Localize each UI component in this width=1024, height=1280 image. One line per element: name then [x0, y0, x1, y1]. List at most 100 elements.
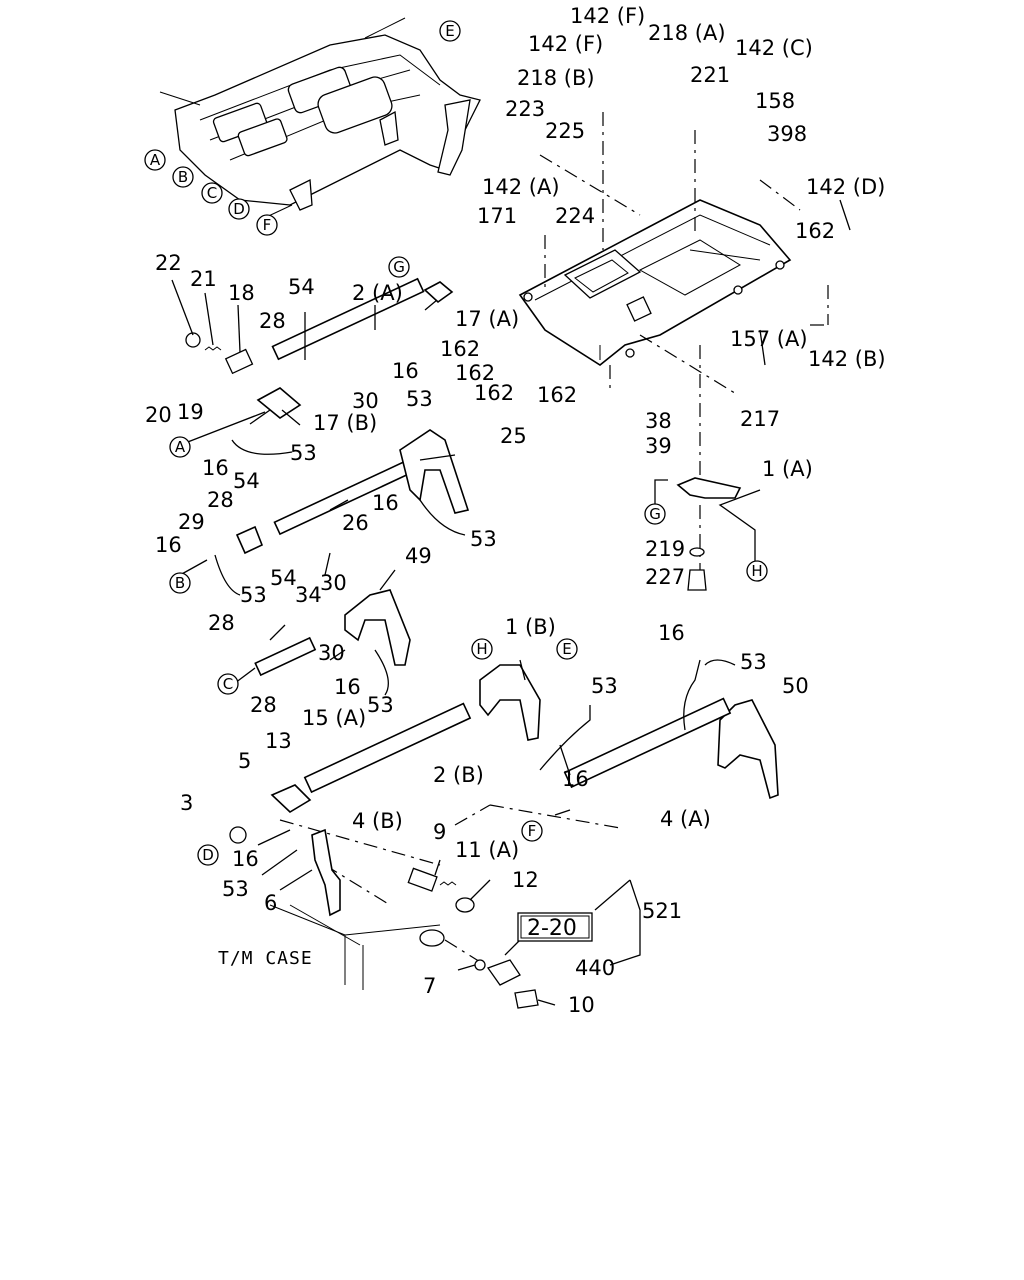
- spring-21: [204, 346, 222, 351]
- label-142f-a: 142 (F): [570, 4, 645, 28]
- shift-block-29: [235, 525, 264, 555]
- label-17b: 17 (B): [313, 411, 377, 435]
- label-29: 29: [178, 510, 205, 534]
- callout-b-top: B: [172, 166, 194, 188]
- label-16-g: 16: [562, 767, 589, 791]
- svg-text:A: A: [150, 151, 161, 169]
- callout-f-rod: F: [521, 820, 543, 842]
- callout-d-top: D: [228, 198, 250, 220]
- svg-text:H: H: [751, 562, 762, 580]
- shift-rod-4a: [563, 697, 732, 789]
- switch-assembly-521: [419, 929, 539, 1009]
- label-218a: 218 (A): [648, 21, 726, 45]
- label-223: 223: [505, 97, 545, 121]
- label-18: 18: [228, 281, 255, 305]
- callout-a-top: A: [144, 149, 166, 171]
- label-3: 3: [180, 791, 193, 815]
- label-10: 10: [568, 993, 595, 1017]
- shift-block-5: [270, 784, 312, 813]
- label-142c: 142 (C): [735, 36, 813, 60]
- svg-text:H: H: [476, 640, 487, 658]
- label-142d: 142 (D): [806, 175, 885, 199]
- label-53-b: 53: [290, 441, 317, 465]
- label-17a: 17 (A): [455, 307, 519, 331]
- label-4b: 4 (B): [352, 809, 403, 833]
- label-440: 440: [575, 956, 615, 980]
- shift-fork-50: [717, 699, 779, 800]
- label-16-e: 16: [334, 675, 361, 699]
- label-54-b: 54: [233, 469, 260, 493]
- shift-rod-2b: [303, 702, 472, 794]
- label-54-c: 54: [270, 566, 297, 590]
- label-28-b: 28: [207, 488, 234, 512]
- shift-fork-49: [344, 589, 411, 666]
- spring-11a: [439, 881, 457, 886]
- shift-rod-2a: [271, 277, 425, 361]
- label-162-b: 162: [455, 361, 495, 385]
- label-53-g: 53: [591, 674, 618, 698]
- label-16-f: 16: [658, 621, 685, 645]
- label-142f-b: 142 (F): [528, 32, 603, 56]
- shift-lever-6: [311, 828, 341, 917]
- callout-e-top: E: [439, 20, 461, 42]
- callout-b-rod: B: [169, 572, 191, 594]
- label-53-c: 53: [470, 527, 497, 551]
- callout-c-top: C: [201, 182, 223, 204]
- label-2a: 2 (A): [352, 281, 403, 305]
- label-217: 217: [740, 407, 780, 431]
- label-4a: 4 (A): [660, 807, 711, 831]
- label-ref-2-20: 2-20: [527, 916, 577, 941]
- label-49: 49: [405, 544, 432, 568]
- label-30-c: 30: [318, 641, 345, 665]
- callout-e-fork: E: [556, 638, 578, 660]
- label-26: 26: [342, 511, 369, 535]
- svg-text:C: C: [223, 675, 233, 693]
- label-7: 7: [423, 974, 436, 998]
- label-28-c: 28: [208, 611, 235, 635]
- label-162-c: 162: [474, 381, 514, 405]
- label-30-a: 30: [352, 389, 379, 413]
- label-162-d: 162: [537, 383, 577, 407]
- label-1a: 1 (A): [762, 457, 813, 481]
- label-218b: 218 (B): [517, 66, 595, 90]
- label-13: 13: [265, 729, 292, 753]
- label-162-a: 162: [440, 337, 480, 361]
- label-54-a: 54: [288, 275, 315, 299]
- svg-text:B: B: [178, 168, 188, 186]
- label-224: 224: [555, 204, 595, 228]
- shift-block-17b: [256, 387, 302, 419]
- label-12: 12: [512, 868, 539, 892]
- svg-text:F: F: [263, 216, 272, 234]
- label-19: 19: [177, 400, 204, 424]
- label-53-e: 53: [367, 693, 394, 717]
- svg-text:G: G: [649, 505, 661, 523]
- label-34: 34: [295, 583, 322, 607]
- label-20: 20: [145, 403, 172, 427]
- label-16-h: 16: [232, 847, 259, 871]
- label-16-a: 16: [392, 359, 419, 383]
- washer-219: [689, 547, 705, 557]
- svg-text:B: B: [175, 574, 185, 592]
- callout-h-fork: H: [471, 638, 493, 660]
- svg-text:E: E: [445, 22, 454, 40]
- label-21: 21: [190, 267, 217, 291]
- label-15a: 15 (A): [302, 706, 366, 730]
- label-39: 39: [645, 434, 672, 458]
- svg-text:C: C: [207, 184, 217, 202]
- label-11a: 11 (A): [455, 838, 519, 862]
- label-28-d: 28: [250, 693, 277, 717]
- label-53-f: 53: [740, 650, 767, 674]
- plug-18: [224, 348, 254, 375]
- label-tm-case: T/M CASE: [218, 948, 313, 969]
- shift-fork-1b: [479, 664, 541, 741]
- assembly-overview-drawing: [159, 17, 481, 221]
- callout-a-rod: A: [169, 436, 191, 458]
- label-16-c: 16: [372, 491, 399, 515]
- shift-rod-34: [254, 636, 317, 677]
- shift-lever-1a: [676, 477, 742, 499]
- label-162-top: 162: [795, 219, 835, 243]
- label-6: 6: [264, 891, 277, 915]
- callout-f-top: F: [256, 214, 278, 236]
- shift-block-17a: [423, 281, 454, 304]
